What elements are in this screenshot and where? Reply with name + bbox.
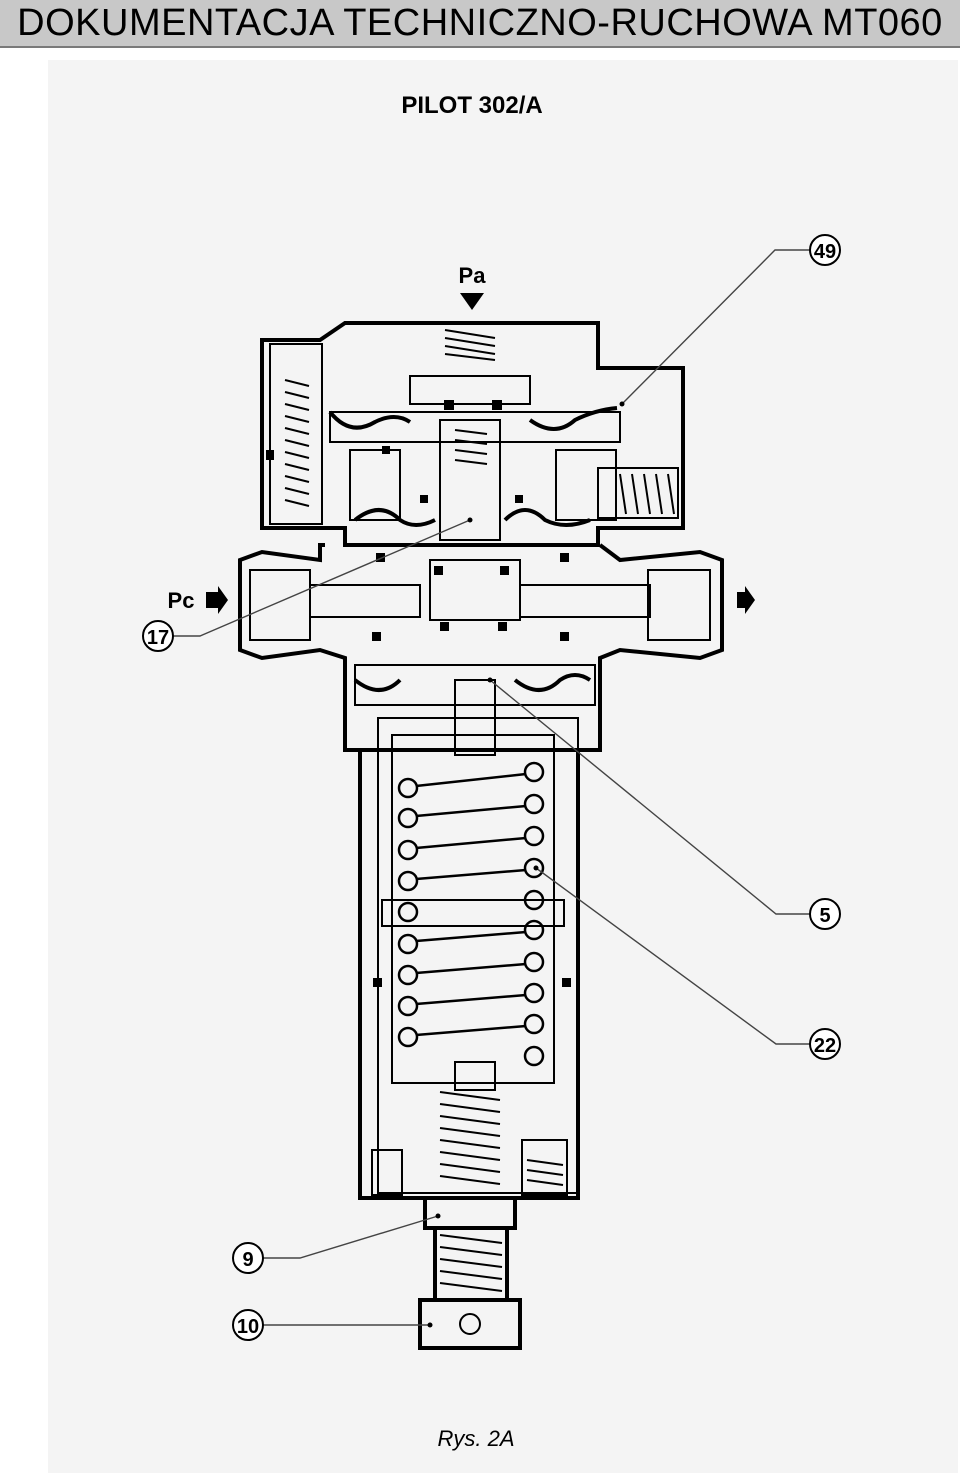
outlet-arrow-icon — [737, 586, 755, 614]
callout-label: 22 — [814, 1035, 836, 1057]
pa-arrow-icon — [460, 293, 484, 310]
callout-17: 17 — [142, 620, 174, 652]
callout-label: 5 — [819, 905, 830, 927]
diaphragms — [328, 406, 618, 692]
pc-arrow-icon — [206, 586, 228, 614]
page-header: DOKUMENTACJA TECHNICZNO-RUCHOWA MT060 — [0, 0, 960, 48]
callout-22: 22 — [809, 1028, 841, 1060]
valve-body-outline — [238, 321, 724, 1350]
valve-internals — [249, 343, 711, 1335]
document-title: DOKUMENTACJA TECHNICZNO-RUCHOWA MT060 — [17, 1, 943, 44]
callout-9: 9 — [232, 1242, 264, 1274]
callout-label: 9 — [242, 1249, 253, 1271]
port-label-pa: Pa — [459, 263, 487, 288]
callout-10: 10 — [232, 1309, 264, 1341]
leader-lines — [172, 249, 810, 1326]
callout-label: 10 — [237, 1316, 259, 1338]
callout-5: 5 — [809, 898, 841, 930]
port-label-pc: Pc — [168, 588, 195, 613]
figure-title: PILOT 302/A — [401, 92, 542, 119]
callout-49: 49 — [809, 234, 841, 266]
threaded-parts — [284, 329, 675, 1292]
callout-label: 17 — [147, 627, 169, 649]
figure-caption: Rys. 2A — [437, 1426, 514, 1451]
main-spring-coils — [397, 761, 545, 1067]
callout-label: 49 — [814, 241, 836, 263]
o-ring-seals — [266, 400, 571, 987]
leader-dots — [427, 401, 625, 1328]
figure-background — [48, 60, 958, 1473]
